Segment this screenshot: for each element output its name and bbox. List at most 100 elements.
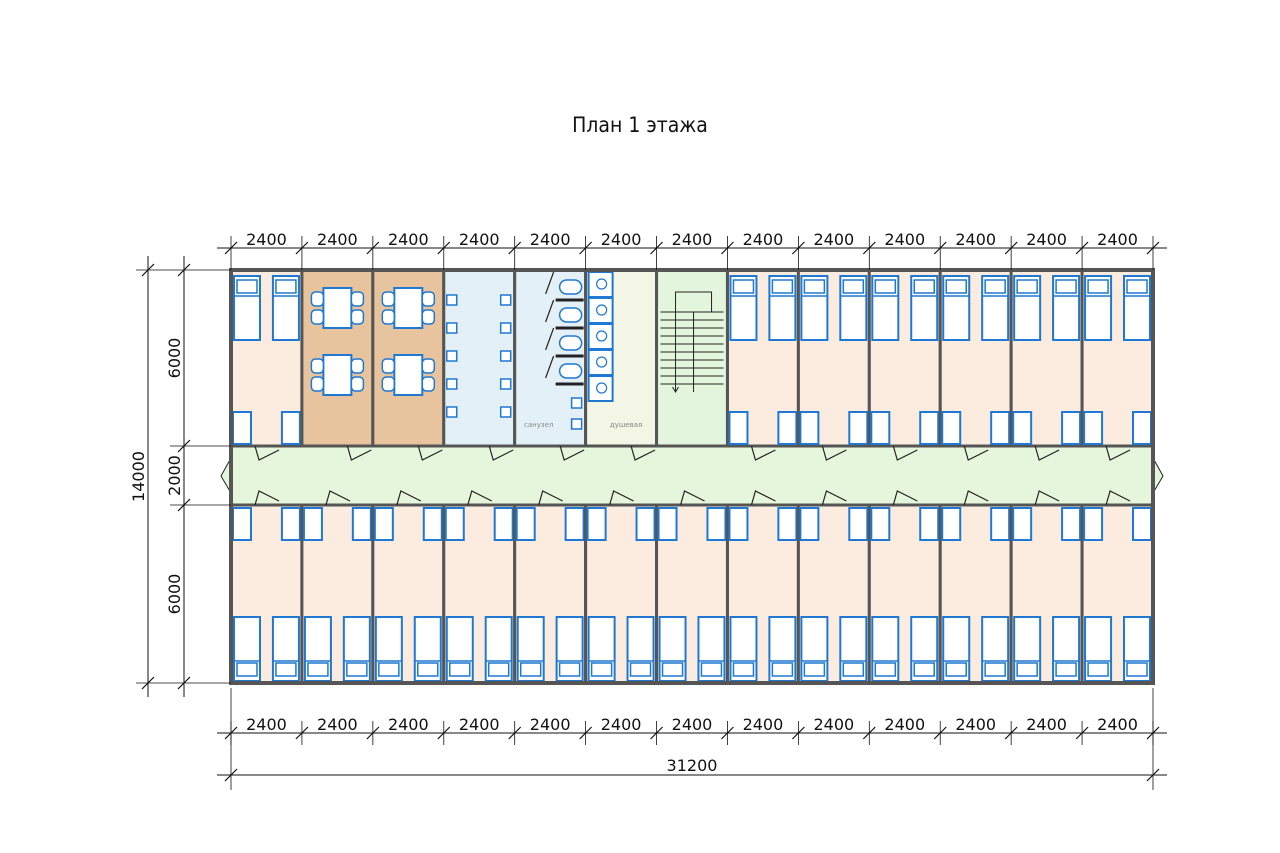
room-label-shower: душевая <box>610 421 642 429</box>
locker <box>706 507 727 541</box>
pillow <box>842 662 865 677</box>
bed <box>271 616 300 682</box>
locker <box>728 411 749 445</box>
pillow <box>558 662 581 677</box>
pillow <box>487 662 510 677</box>
pillow <box>378 662 400 677</box>
bed <box>839 275 868 341</box>
bed <box>910 616 939 682</box>
chair <box>381 291 396 307</box>
chair <box>310 291 325 307</box>
pillow <box>1126 662 1148 677</box>
dim-label-bottom: 2400 <box>1026 715 1067 734</box>
locker <box>799 507 820 541</box>
bed <box>981 275 1010 341</box>
chair <box>381 309 396 325</box>
pillow <box>449 662 471 677</box>
locker <box>728 507 749 541</box>
pillow <box>661 662 684 677</box>
dimensions: 2400 2400 2400 2400 2400 2400 2400 2400 2400 2400… <box>129 230 1167 790</box>
door-swing <box>821 445 847 461</box>
locker <box>564 507 585 541</box>
bed <box>729 616 758 682</box>
dim-label-bottom: 2400 <box>743 715 784 734</box>
bed <box>981 616 1010 682</box>
chair <box>350 291 365 307</box>
pillow <box>1126 279 1148 294</box>
bed <box>271 275 300 341</box>
door-swing <box>609 490 634 506</box>
pillow <box>842 279 865 294</box>
pillow <box>984 279 1006 294</box>
door-swing <box>1034 445 1060 461</box>
dim-label-left: 6000 <box>165 338 184 379</box>
dim-label-bottom: 2400 <box>672 715 713 734</box>
locker <box>515 507 536 541</box>
pillow <box>236 662 258 677</box>
dim-label-bottom: 2400 <box>955 715 996 734</box>
wash-basin <box>499 378 512 390</box>
bed <box>839 616 868 682</box>
pillow <box>913 279 935 294</box>
locker <box>870 411 891 445</box>
toilet-bowl <box>558 307 583 323</box>
dim-label-bottom: 2400 <box>317 715 358 734</box>
pillow <box>945 279 967 294</box>
door-swing <box>254 445 280 461</box>
bed <box>658 616 687 682</box>
locker <box>941 507 962 541</box>
locker <box>373 507 394 541</box>
locker <box>777 507 798 541</box>
wash-basin <box>499 294 512 306</box>
locker <box>232 507 252 541</box>
locker <box>919 507 940 541</box>
bed <box>1052 616 1081 682</box>
pillow <box>803 279 826 294</box>
chair <box>310 376 325 392</box>
door-swing <box>1105 445 1131 461</box>
pillow <box>346 662 368 677</box>
door-swing <box>750 490 776 506</box>
bed <box>1123 275 1151 341</box>
door-swing <box>346 445 372 461</box>
door-swing <box>325 490 351 506</box>
dim-label-bottom: 2400 <box>1097 715 1138 734</box>
bed <box>1084 616 1113 682</box>
door-swing <box>892 445 918 461</box>
dim-label-top: 2400 <box>459 230 500 249</box>
chair <box>381 358 396 374</box>
wash-basin <box>446 378 458 390</box>
stall-door <box>545 327 555 351</box>
chair <box>421 291 436 307</box>
locker <box>493 507 514 541</box>
dim-label-bottom: 2400 <box>459 715 500 734</box>
dim-label-bottom: 2400 <box>813 715 854 734</box>
chair <box>310 358 325 374</box>
wash-basin <box>499 406 512 418</box>
bed <box>942 275 971 341</box>
shower-tray <box>587 375 614 402</box>
dim-label-top: 2400 <box>955 230 996 249</box>
bed <box>516 616 545 682</box>
wash-basin <box>446 406 458 418</box>
dining-table <box>393 287 424 329</box>
locker <box>280 507 301 541</box>
bed <box>1084 275 1113 341</box>
dim-label-top: 2400 <box>884 230 925 249</box>
dim-label-top: 2400 <box>743 230 784 249</box>
pillow <box>732 662 755 677</box>
bed <box>413 616 442 682</box>
dim-label-total-width: 31200 <box>667 756 718 775</box>
door-swing <box>1105 490 1131 506</box>
bed <box>729 275 758 341</box>
dim-label-top: 2400 <box>1097 230 1138 249</box>
door-swing <box>630 445 656 461</box>
door-swing <box>821 490 847 506</box>
chair <box>421 358 436 374</box>
locker <box>941 411 962 445</box>
dim-label-total-depth: 14000 <box>129 451 148 502</box>
bed <box>626 616 655 682</box>
bed <box>233 275 261 341</box>
bed <box>910 275 939 341</box>
wash-basin <box>446 322 458 334</box>
